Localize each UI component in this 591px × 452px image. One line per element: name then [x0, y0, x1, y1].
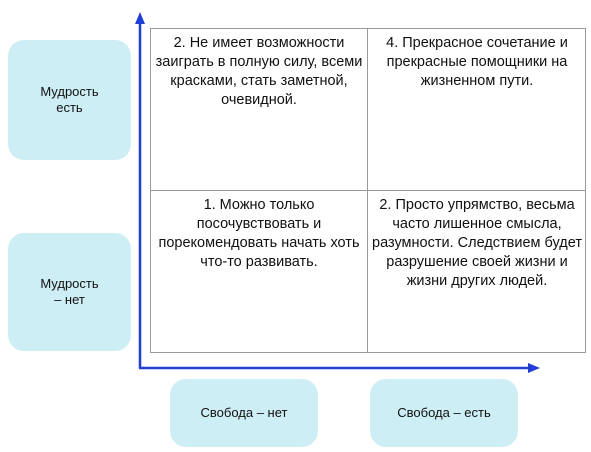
y-axis-arrowhead: [135, 12, 145, 24]
wisdom-yes-label: Мудрость есть: [40, 84, 99, 115]
quadrant-bottom-left-text: 1. Можно только посочувствовать и пореко…: [158, 197, 360, 270]
quadrant-top-right-text: 4. Прекрасное сочетание и прекрасные пом…: [386, 35, 568, 89]
quadrant-top-left-text: 2. Не имеет возможности заиграть в полну…: [155, 35, 363, 108]
freedom-no-label: Свобода – нет: [200, 405, 288, 420]
wisdom-no-label-box: Мудрость – нет: [8, 233, 131, 351]
x-axis-arrowhead: [528, 363, 540, 373]
freedom-yes-label-box: Свобода – есть: [370, 379, 518, 447]
wisdom-no-label: Мудрость – нет: [40, 276, 99, 307]
freedom-yes-label: Свобода – есть: [397, 405, 491, 420]
quadrant-matrix: 2. Не имеет возможности заиграть в полну…: [150, 28, 586, 353]
matrix-horizontal-divider: [151, 190, 585, 191]
freedom-no-label-box: Свобода – нет: [170, 379, 318, 447]
quadrant-bottom-right-text: 2. Просто упрямство, весьма часто лишенн…: [372, 197, 582, 289]
wisdom-yes-label-box: Мудрость есть: [8, 40, 131, 160]
